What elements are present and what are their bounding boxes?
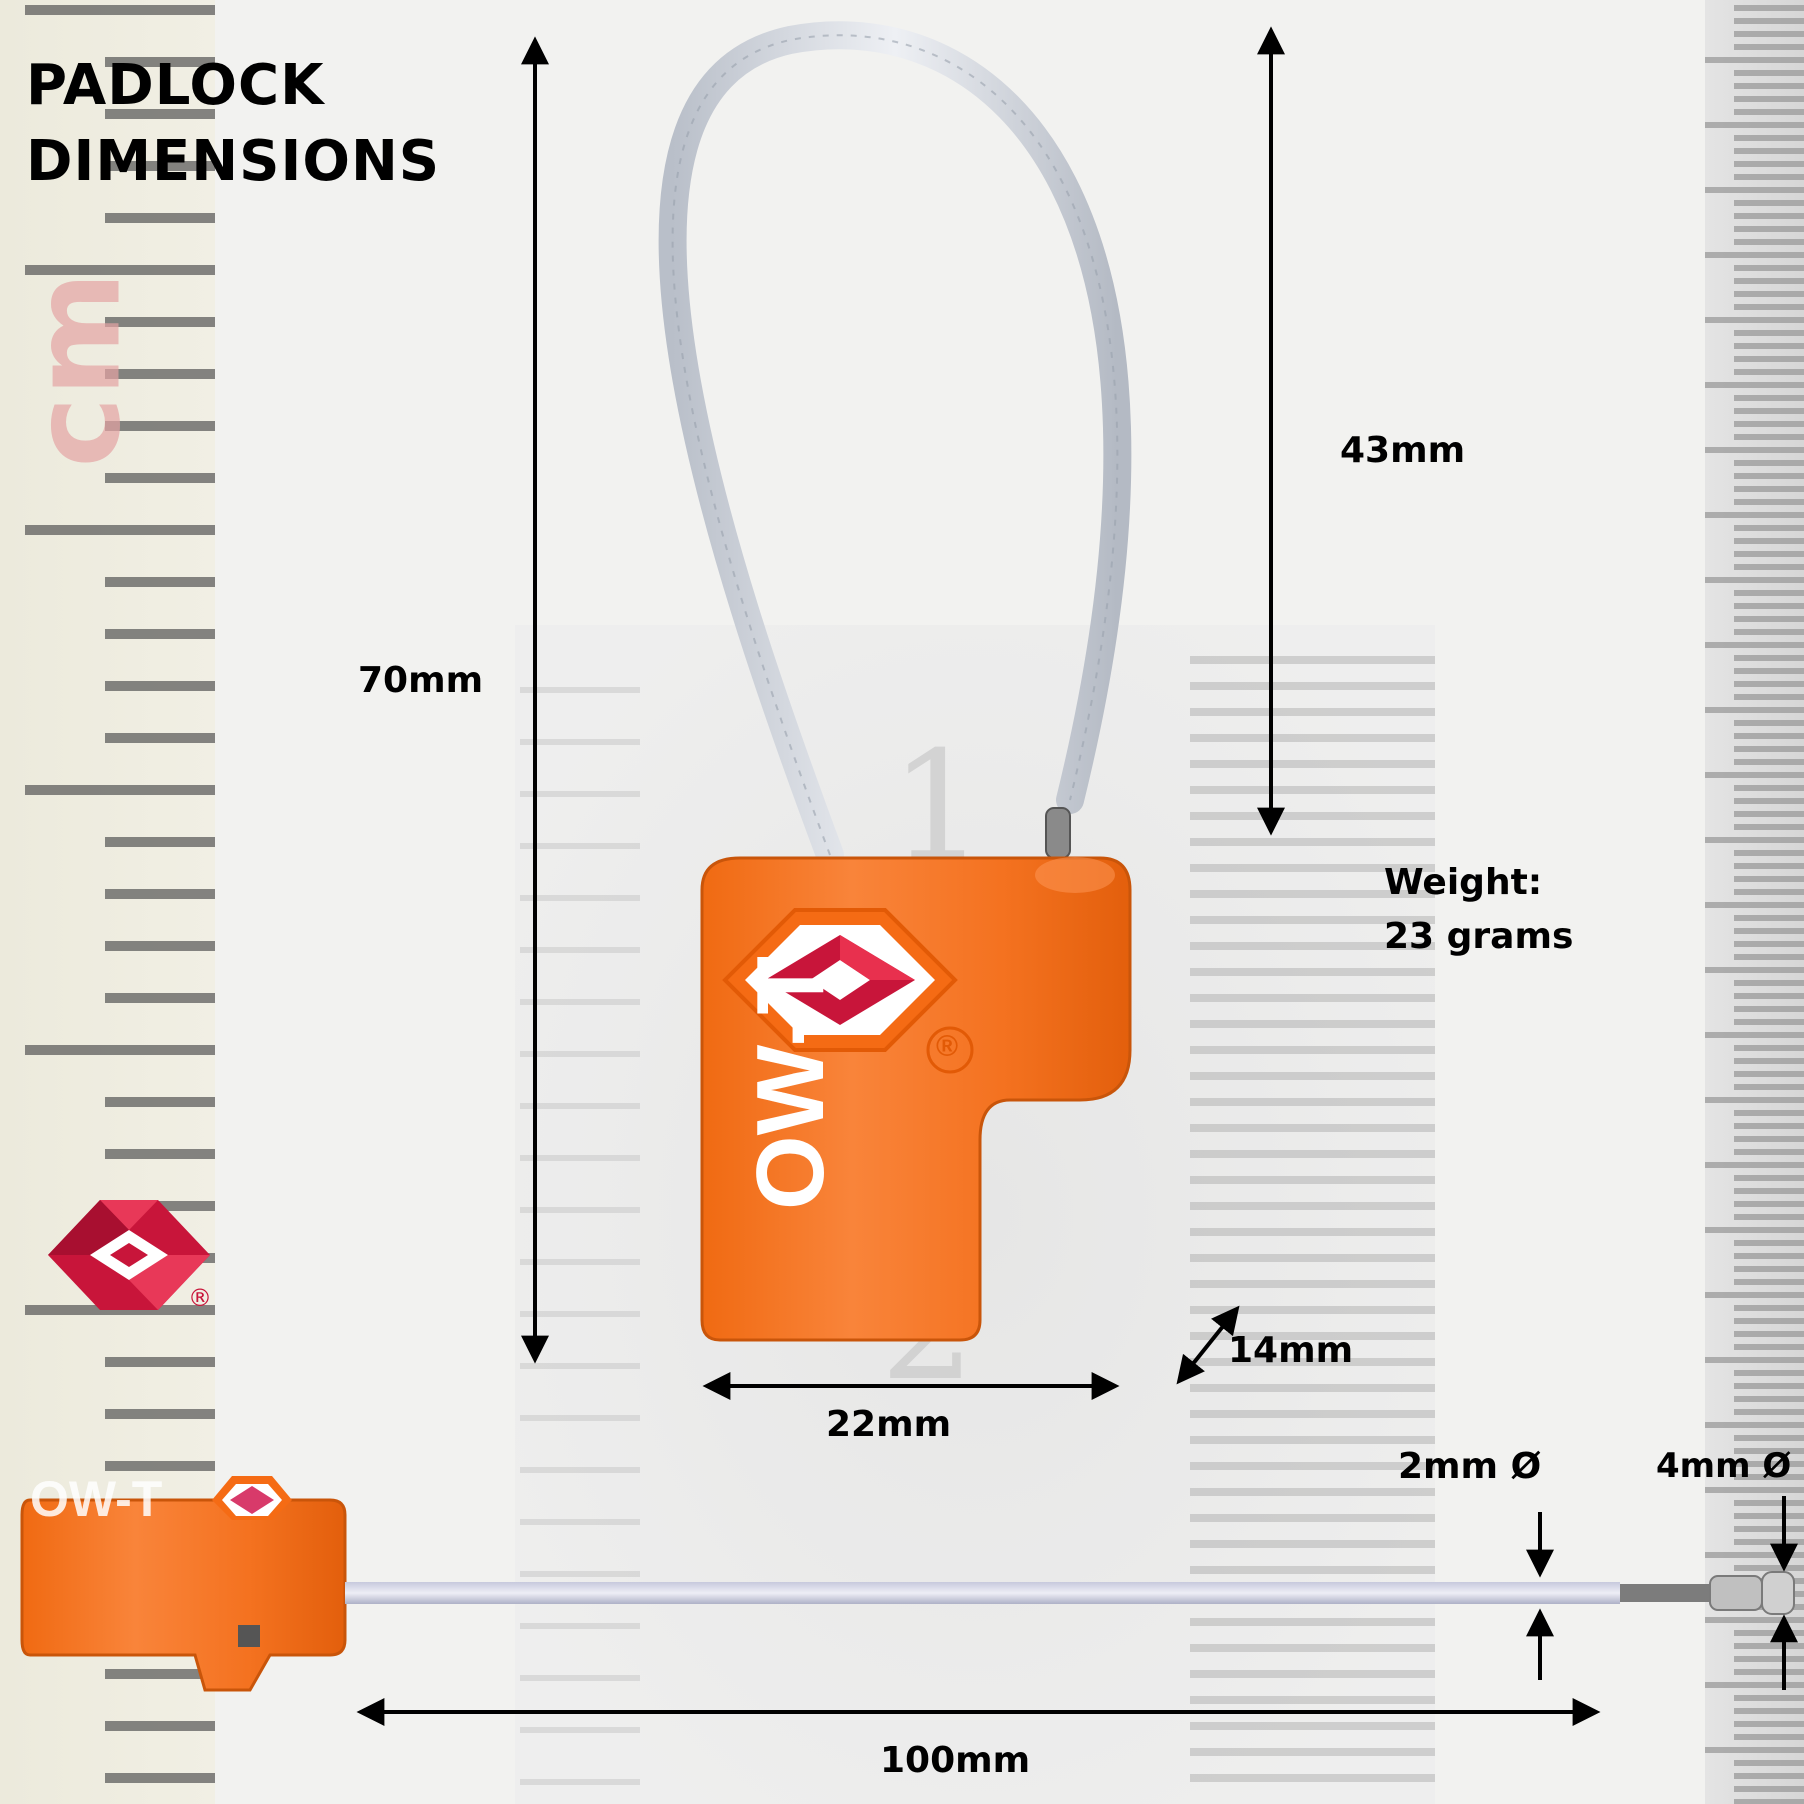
label-cable-length: 100mm bbox=[880, 1740, 1031, 1781]
logo-trademark: ® bbox=[188, 1284, 212, 1312]
label-cable-diameter: 2mm Ø bbox=[1398, 1446, 1542, 1487]
weight-value: 23 grams bbox=[1384, 916, 1574, 957]
weight-label: Weight: bbox=[1384, 862, 1543, 903]
page-title: PADLOCK DIMENSIONS bbox=[26, 48, 440, 200]
label-tip-diameter: 4mm Ø bbox=[1656, 1446, 1792, 1486]
label-cable-height: 43mm bbox=[1340, 430, 1466, 471]
side-lock-engraving: OW-T bbox=[30, 1471, 163, 1527]
label-body-depth: 14mm bbox=[1228, 1330, 1354, 1371]
arrow-body-depth bbox=[1176, 1305, 1240, 1385]
cable-tip bbox=[1761, 1571, 1795, 1615]
cable-loop bbox=[658, 21, 1132, 869]
side-lock-body bbox=[20, 1498, 347, 1692]
trademark-circle bbox=[926, 1026, 974, 1074]
weight-info: Weight: 23 grams bbox=[1384, 856, 1573, 964]
title-line-2: DIMENSIONS bbox=[26, 129, 441, 194]
title-line-1: PADLOCK bbox=[26, 53, 325, 118]
label-body-width: 22mm bbox=[826, 1404, 952, 1445]
horizontal-cable bbox=[345, 1582, 1620, 1604]
lock-diamond-logo bbox=[722, 908, 958, 1052]
side-lock-screw bbox=[238, 1625, 260, 1647]
lock-trademark: ® bbox=[936, 1030, 959, 1063]
label-overall-height: 70mm bbox=[358, 660, 484, 701]
